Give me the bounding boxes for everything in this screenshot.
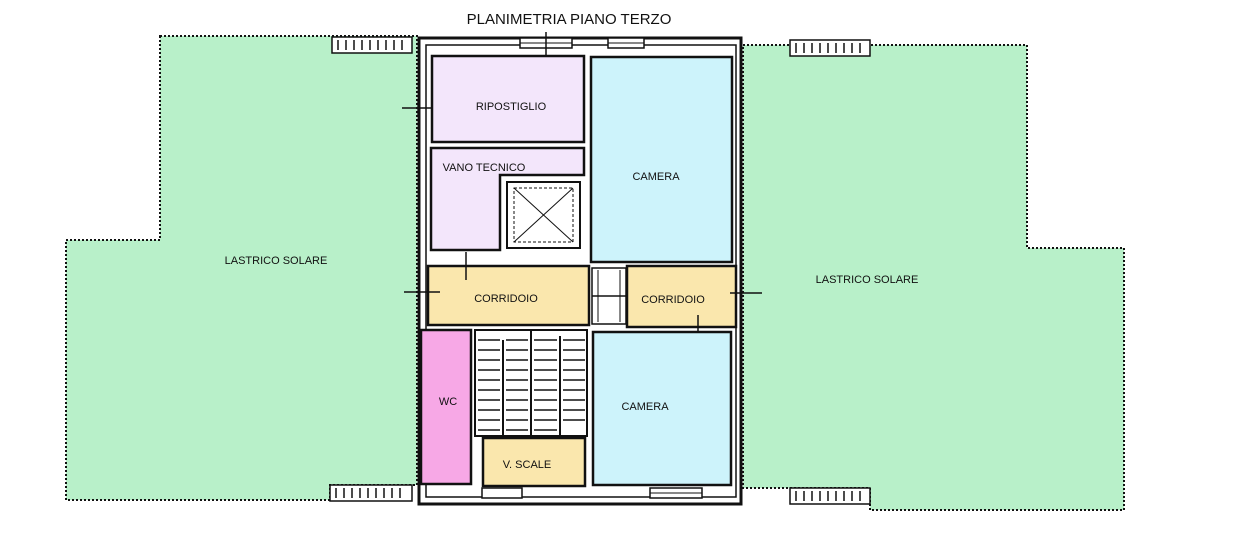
railing-top-left [331, 36, 413, 54]
window-top-2 [607, 37, 645, 49]
plan-title: PLANIMETRIA PIANO TERZO [467, 11, 672, 28]
railing-bottom-left [329, 484, 413, 502]
staircase [474, 329, 588, 440]
railing-top-right [789, 39, 871, 57]
room-wc [419, 328, 473, 486]
room-corridoio-right [625, 264, 738, 329]
room-corridoio-left [426, 264, 591, 327]
railing-bottom-right [789, 487, 871, 505]
room-camera-bottom [591, 330, 733, 487]
corridoio-right-label: CORRIDOIO [641, 294, 705, 306]
room-v-scale [481, 436, 587, 488]
corridor-door [591, 267, 627, 325]
room-camera-top [589, 55, 734, 264]
room-ripostiglio [430, 54, 586, 144]
terrace-left-label: LASTRICO SOLARE [225, 255, 328, 267]
vano-tecnico-label: VANO TECNICO [443, 162, 526, 174]
camera-top-label: CAMERA [632, 171, 680, 183]
window-bottom-1 [649, 487, 703, 499]
terrace-right-label: LASTRICO SOLARE [816, 274, 919, 286]
camera-bottom-label: CAMERA [621, 401, 669, 413]
ripostiglio-label: RIPOSTIGLIO [476, 101, 547, 113]
terrace-right-area [742, 44, 1125, 511]
v-scale-label: V. SCALE [503, 459, 552, 471]
technical-shaft [506, 181, 581, 249]
room-vano-tecnico [429, 146, 586, 252]
window-bottom-2 [481, 487, 523, 499]
terrace-left-area [65, 35, 418, 501]
wc-label: WC [439, 396, 457, 408]
corridoio-left-label: CORRIDOIO [474, 293, 538, 305]
